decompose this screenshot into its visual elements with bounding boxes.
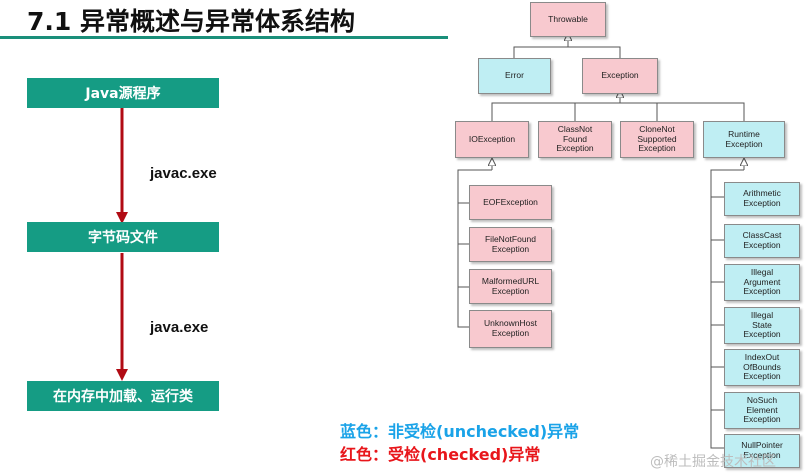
malformedurl-node: MalformedURL Exception [469, 269, 552, 304]
javac-label: javac.exe [150, 165, 217, 182]
page-title: 7.1 异常概述与异常体系结构 [27, 7, 355, 36]
ioexception-node: IOException [455, 121, 529, 158]
illegalargument-node: Illegal Argument Exception [724, 264, 800, 301]
unknownhost-node: UnknownHost Exception [469, 310, 552, 348]
indexoutofbounds-node: IndexOut OfBounds Exception [724, 349, 800, 386]
classcast-node: ClassCast Exception [724, 224, 800, 258]
java-source-box: Java源程序 [27, 78, 219, 108]
title-divider [0, 36, 448, 39]
legend-checked: 红色：受检(checked)异常 [340, 445, 541, 464]
eofexception-node: EOFException [469, 185, 552, 220]
clonenotsupported-node: CloneNot Supported Exception [620, 121, 694, 158]
watermark: @稀土掘金技术社区 [650, 454, 776, 470]
nullpointer-node: NullPointer Exception [724, 434, 800, 468]
exception-node: Exception [582, 58, 658, 94]
legend-unchecked: 蓝色：非受检(unchecked)异常 [340, 422, 580, 441]
illegalstate-node: Illegal State Exception [724, 307, 800, 344]
arithmetic-node: Arithmetic Exception [724, 182, 800, 216]
nosuchelement-node: NoSuch Element Exception [724, 392, 800, 429]
runtimeexception-node: Runtime Exception [703, 121, 785, 158]
filenotfound-node: FileNotFound Exception [469, 227, 552, 262]
error-node: Error [478, 58, 551, 94]
java-run-label: java.exe [150, 319, 209, 336]
throwable-node: Throwable [530, 2, 606, 37]
bytecode-box: 字节码文件 [27, 222, 219, 252]
classnotfound-node: ClassNot Found Exception [538, 121, 612, 158]
load-run-box: 在内存中加载、运行类 [27, 381, 219, 411]
